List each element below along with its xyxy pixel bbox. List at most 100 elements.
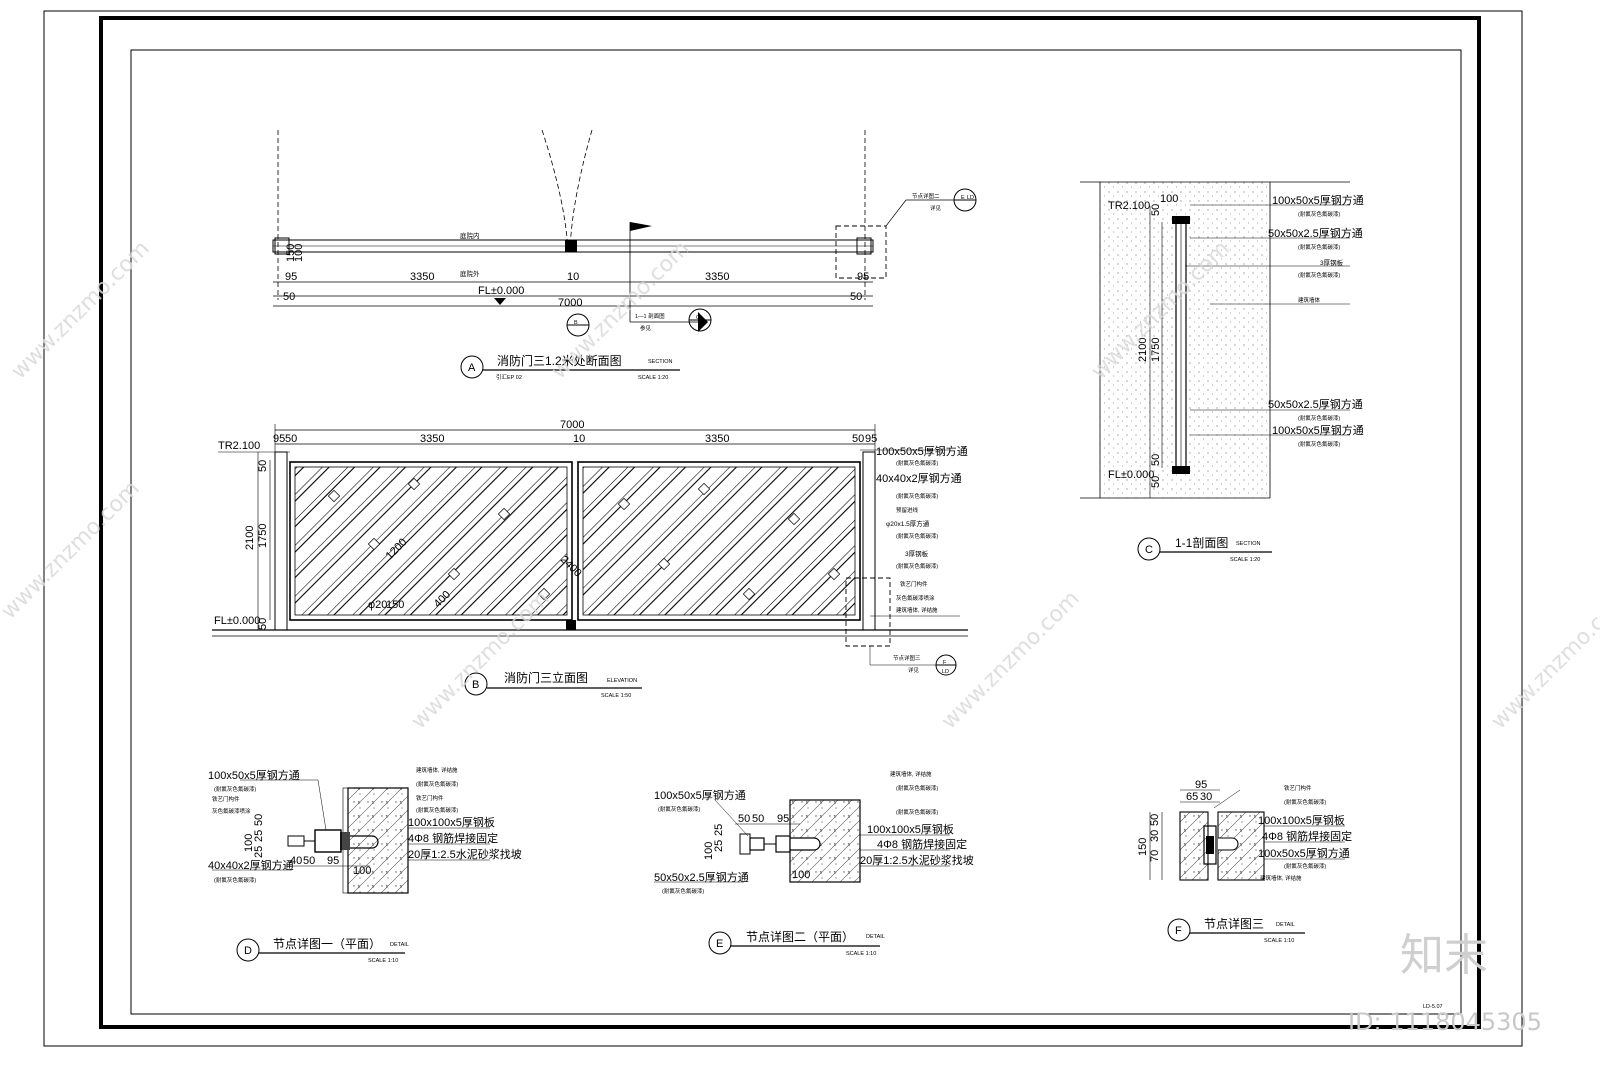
label-d-r3: (耐氟灰色氟碳漆) bbox=[416, 806, 458, 814]
node-label-b: 节点详图三 bbox=[893, 654, 921, 662]
label-e-l3: (耐氟灰色氟碳漆) bbox=[662, 887, 704, 895]
label-c-8: (耐氟灰色氟碳漆) bbox=[1298, 414, 1340, 422]
label-c-10: (耐氟灰色氟碳漆) bbox=[1298, 440, 1340, 448]
label-c-5: (耐氟灰色氟碳漆) bbox=[1298, 271, 1340, 279]
label-b-1: (耐氟灰色氟碳漆) bbox=[896, 459, 938, 467]
dim-b-r1: 50 bbox=[852, 433, 864, 445]
detail-e: 100x50x5厚钢方通 (耐氟灰色氟碳漆) 50x50x2.5厚钢方通 (耐氟… bbox=[654, 770, 974, 957]
scale-d: SCALE 1:10 bbox=[368, 958, 398, 964]
label-f-1: (耐氟灰色氟碳漆) bbox=[1284, 798, 1326, 806]
tag-d: D bbox=[244, 945, 252, 957]
title-en-d: DETAIL bbox=[390, 942, 409, 948]
label-b-7: 3厚钢板 bbox=[905, 549, 929, 558]
title-en-a: SECTION bbox=[648, 359, 672, 365]
scale-b: SCALE 1:50 bbox=[601, 693, 631, 699]
dim-b-h: 2100 bbox=[244, 526, 256, 550]
label-b-2: 40x40x2厚钢方通 bbox=[876, 471, 962, 485]
tag-b: B bbox=[472, 679, 479, 691]
label-d-l3: 灰色氟碳漆喷涂 bbox=[212, 807, 251, 815]
label-d-r6: 20厚1:2.5水泥砂浆找坡 bbox=[408, 847, 522, 861]
elevation-b: 7000 95 50 3350 10 3350 50 95 TR2.100 FL… bbox=[212, 419, 968, 699]
dim-total: 7000 bbox=[558, 297, 582, 309]
label-e-r3: 100x100x5厚钢板 bbox=[867, 822, 954, 836]
label-e-r2: (耐氟灰色氟碳漆) bbox=[896, 808, 938, 816]
label-e-r0: 建筑墙体, 详结施 bbox=[890, 770, 932, 778]
title-en-e: DETAIL bbox=[866, 934, 885, 940]
mark-e: E bbox=[961, 195, 965, 201]
label-d-l4: 40x40x2厚钢方通 bbox=[208, 858, 294, 872]
label-d-l5: (耐氟灰色氟碳漆) bbox=[214, 876, 256, 884]
mark-f: F bbox=[943, 660, 947, 666]
label-d-l2: 铁艺门构件 bbox=[212, 795, 240, 803]
tag-f: F bbox=[1175, 925, 1182, 937]
mark-ld-a: LD bbox=[967, 195, 974, 201]
label-c-3: (耐氟灰色氟碳漆) bbox=[1298, 243, 1340, 251]
label-b-5: φ20x1.5厚方通 bbox=[886, 519, 930, 528]
node-see-b: 详见 bbox=[908, 666, 920, 674]
dim-c-top: 100 bbox=[1160, 193, 1178, 205]
watermark-site-1: www.znzmo.com bbox=[7, 236, 155, 384]
label-e-r4: 4Φ8 钢筋焊接固定 bbox=[877, 837, 967, 851]
tag-c: C bbox=[1145, 544, 1153, 556]
label-c-7: 50x50x2.5厚钢方通 bbox=[1268, 397, 1363, 411]
dim-b-left: 3350 bbox=[420, 433, 444, 445]
title-en-c: SECTION bbox=[1236, 541, 1260, 547]
label-f-4: 100x50x5厚钢方通 bbox=[1258, 846, 1350, 860]
brand-watermark: 知末 bbox=[1400, 930, 1488, 981]
dim-d-d: 25 bbox=[253, 846, 265, 858]
scale-c: SCALE 1:20 bbox=[1230, 557, 1260, 563]
title-c: 1-1剖面图 bbox=[1175, 536, 1228, 550]
dim-m-left: 50 bbox=[283, 291, 295, 303]
dim-e-c: 95 bbox=[777, 813, 789, 825]
label-e-l2: 50x50x2.5厚钢方通 bbox=[654, 870, 749, 884]
fl-level-b: FL±0.000 bbox=[214, 615, 260, 627]
dim-c-b2: 50 bbox=[1150, 454, 1162, 466]
node-see-a: 详见 bbox=[930, 204, 942, 212]
dim-e-a: 50 bbox=[738, 813, 750, 825]
node-label-a: 节点详图二 bbox=[912, 192, 940, 200]
border-frame bbox=[99, 16, 1481, 1029]
diag-150: 150 bbox=[386, 599, 404, 611]
label-b-9: 铁艺门构件 bbox=[900, 580, 928, 588]
dim-c-h: 2100 bbox=[1137, 338, 1149, 362]
label-f-0: 铁艺门构件 bbox=[1284, 784, 1312, 792]
outer-frame bbox=[43, 10, 1523, 1047]
dim-e-e: 25 bbox=[713, 840, 725, 852]
dim-f-e: 70 bbox=[1149, 850, 1161, 862]
dim-b-hin: 1750 bbox=[257, 524, 269, 548]
detail-d: 100x50x5厚钢方通 (耐氟灰色氟碳漆) 铁艺门构件 灰色氟碳漆喷涂 40x… bbox=[208, 766, 522, 964]
label-c-0: 100x50x5厚钢方通 bbox=[1272, 193, 1364, 207]
title-d: 节点详图一（平面） bbox=[273, 936, 381, 951]
title-en-f: DETAIL bbox=[1276, 922, 1295, 928]
scale-a: SCALE 1:20 bbox=[638, 375, 668, 381]
label-e-l0: 100x50x5厚钢方通 bbox=[654, 788, 746, 802]
dim-m-right: 50 bbox=[850, 291, 862, 303]
dim-f-a: 95 bbox=[1195, 779, 1207, 791]
fl-level: FL±0.000 bbox=[478, 285, 524, 297]
id-watermark: ID: 1118045305 bbox=[1348, 1008, 1542, 1036]
label-f-2: 100x100x5厚钢板 bbox=[1258, 813, 1345, 827]
dim-e-b: 50 bbox=[752, 813, 764, 825]
dim-d-g: 95 bbox=[327, 855, 339, 867]
dim-b-r2: 95 bbox=[865, 433, 877, 445]
dim-c-b1: 50 bbox=[1150, 476, 1162, 488]
label-f-3: 4Φ8 钢筋焊接固定 bbox=[1262, 829, 1352, 843]
cut-label: 1—1 剖面图 bbox=[635, 312, 665, 320]
outside-label: 庭院外 bbox=[460, 269, 480, 278]
label-d-r0: 建筑墙体, 详结施 bbox=[416, 766, 458, 774]
inside-label: 庭院内 bbox=[460, 231, 480, 240]
label-b-3: (耐氟灰色氟碳漆) bbox=[896, 492, 938, 500]
label-b-6: (耐氟灰色氟碳漆) bbox=[896, 532, 938, 540]
dim-d-b: 25 bbox=[253, 830, 265, 842]
label-e-r1: (耐氟灰色氟碳漆) bbox=[896, 784, 938, 792]
dim-f-d: 150 bbox=[1137, 838, 1149, 856]
inner-frame bbox=[130, 49, 1462, 1015]
label-b-0: 100x50x5厚钢方通 bbox=[876, 444, 968, 458]
label-d-r2: 铁艺门构件 bbox=[416, 794, 444, 802]
watermark-site-4: www.znzmo.com bbox=[0, 476, 145, 624]
tag-e: E bbox=[716, 938, 723, 950]
dim-b-mid: 10 bbox=[573, 433, 585, 445]
scale-e: SCALE 1:10 bbox=[846, 951, 876, 957]
watermark-site-6: www.znzmo.com bbox=[937, 586, 1085, 734]
label-d-l0: 100x50x5厚钢方通 bbox=[208, 768, 300, 782]
